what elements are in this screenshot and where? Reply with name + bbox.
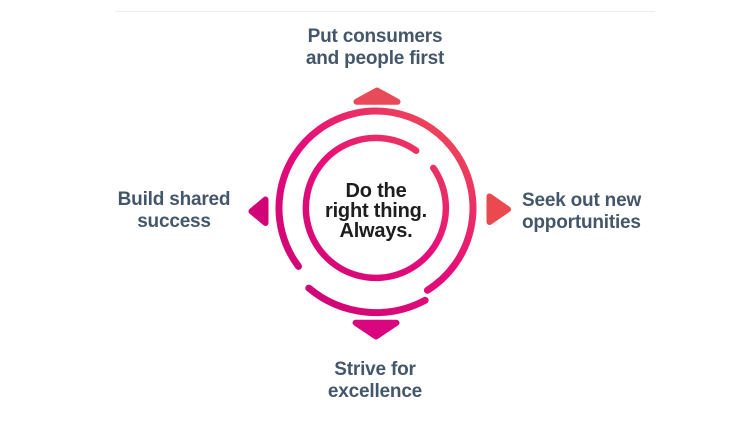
value-label-bottom-line1: Strive for — [334, 359, 416, 380]
arrow-down-icon — [352, 319, 400, 340]
slide-top-border — [115, 11, 655, 12]
value-label-right-line1: Seek out new — [522, 190, 642, 211]
value-label-left-line1: Build shared — [117, 189, 231, 210]
outer-ring-bottom-arc — [305, 284, 429, 317]
value-label-left: Build shared success — [94, 189, 254, 233]
inner-ring-arc — [302, 134, 450, 282]
value-label-right-line2: opportunities — [522, 212, 641, 233]
value-label-right: Seek out new opportunities — [522, 190, 692, 234]
value-label-bottom-line2: excellence — [327, 381, 423, 402]
center-statement-line2: right thing. — [324, 200, 427, 222]
value-label-top-line1: Put consumers — [307, 26, 443, 47]
arrow-left-icon — [248, 196, 269, 226]
center-statement-line3: Always. — [339, 220, 413, 242]
arrow-right-icon — [486, 193, 511, 225]
arrow-up-icon — [353, 87, 401, 105]
center-statement: Do the right thing. Always. — [296, 181, 456, 241]
outer-ring-arc — [275, 107, 477, 294]
center-statement-line1: Do the — [345, 180, 407, 202]
value-label-top-line2: and people first — [305, 48, 445, 69]
value-label-bottom: Strive for excellence — [285, 359, 465, 403]
value-label-left-line2: success — [137, 211, 211, 232]
value-label-top: Put consumers and people first — [275, 26, 475, 70]
